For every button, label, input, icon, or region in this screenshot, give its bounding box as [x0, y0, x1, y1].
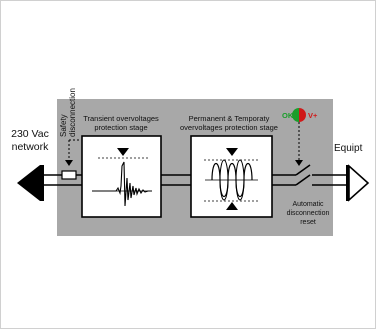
- safety-arrow-icon: [65, 160, 73, 166]
- safety-label-line1: Safety: [59, 114, 68, 137]
- sine-waveform-icon: [204, 148, 258, 210]
- reset-label-line3: reset: [300, 219, 316, 226]
- fuse-icon: [61, 170, 77, 180]
- input-label-line2: network: [12, 141, 50, 153]
- transient-waveform-icon: [92, 148, 152, 207]
- disconnect-switch-icon: [295, 164, 311, 186]
- output-terminal-stem: [346, 165, 349, 201]
- safety-label-line2: disconnection: [68, 88, 77, 137]
- ok-led-icon: [292, 108, 306, 122]
- conductors: [44, 174, 346, 186]
- ok-label: OK: [282, 111, 294, 120]
- transient-stage-label-line2: protection stage: [94, 123, 147, 132]
- safety-link: [68, 139, 80, 160]
- output-label: Equipt: [334, 143, 363, 154]
- reset-label-line1: Automatic: [292, 201, 324, 208]
- permanent-stage-label-line2: overvoltages protection stage: [180, 123, 278, 132]
- output-terminal-icon: [348, 164, 370, 202]
- permanent-stage-label-line1: Permanent & Temporaty: [189, 114, 270, 123]
- switch-arrow-icon: [295, 160, 303, 166]
- vplus-label: V+: [308, 111, 318, 120]
- input-terminal-icon: [17, 165, 40, 201]
- reset-label-line2: disconnection: [287, 210, 330, 217]
- input-terminal-stem: [40, 165, 44, 201]
- transient-stage-label-line1: Transient overvoltages: [83, 114, 159, 123]
- input-label-line1: 230 Vac: [11, 128, 49, 140]
